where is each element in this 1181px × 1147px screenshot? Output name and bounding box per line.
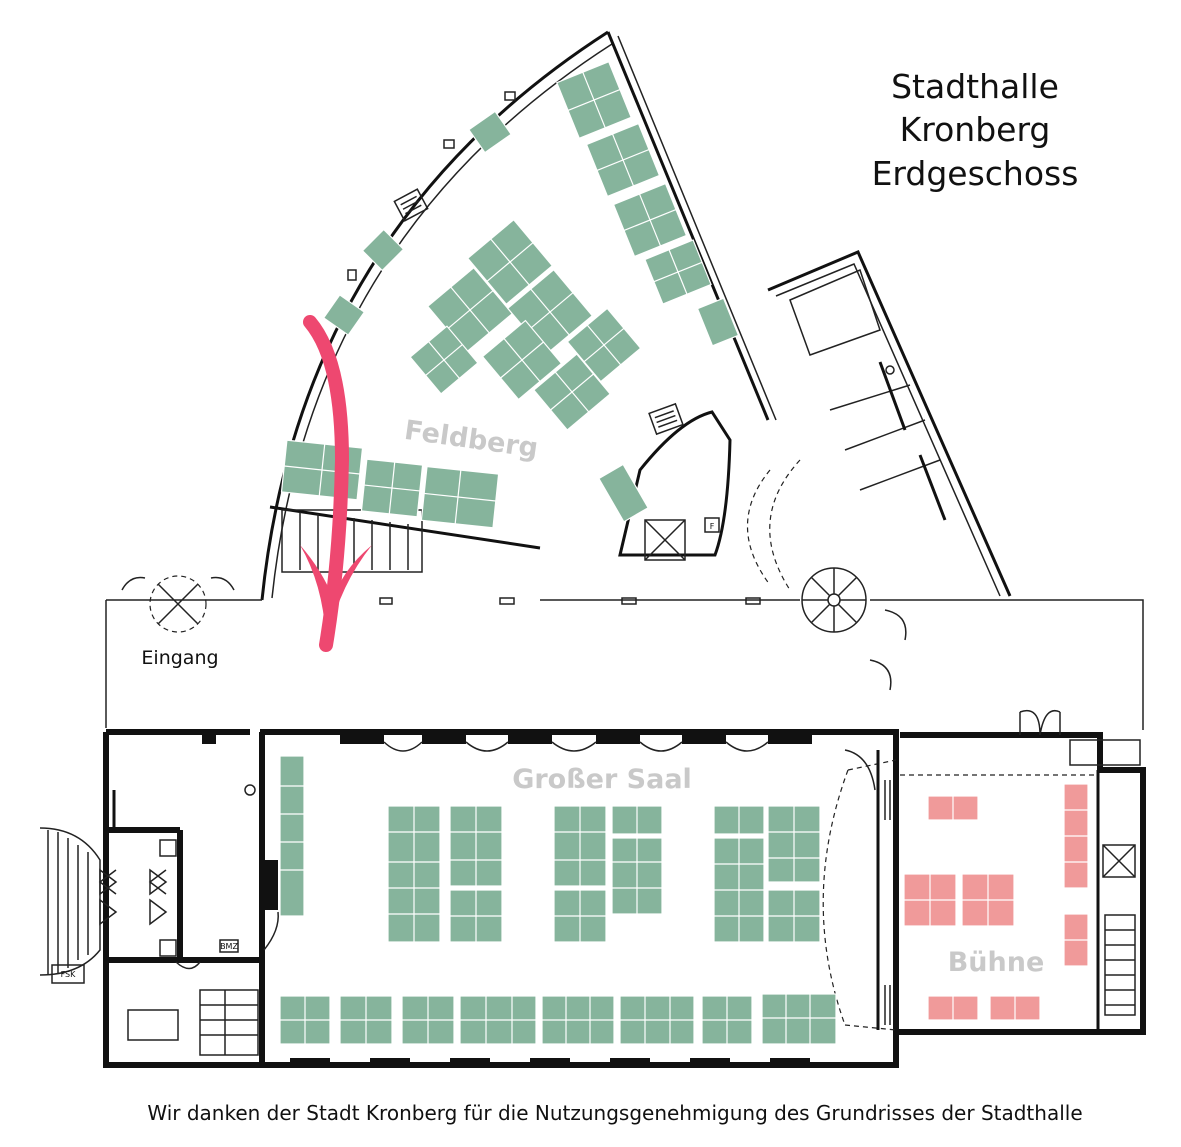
label-fsk: FSK (61, 970, 77, 979)
credit-text: Wir danken der Stadt Kronberg für die Nu… (147, 1101, 1082, 1125)
feldberg-right-wall (606, 31, 770, 421)
spiral-staircase (801, 567, 867, 633)
label-bmz: BMZ (220, 942, 238, 951)
label-f: F (710, 522, 715, 531)
stage-seating: Bühne (903, 783, 1089, 1021)
plan-title: Stadthalle Kronberg Erdgeschoss (872, 67, 1079, 193)
feldberg-seating: Feldberg (280, 60, 740, 529)
label-grosser-saal: Großer Saal (512, 764, 692, 795)
main-hall-walls (103, 710, 1146, 1068)
outside-stair (39, 827, 101, 976)
feldberg-curved-wall (260, 30, 609, 601)
label-feldberg: Feldberg (402, 415, 540, 464)
label-buehne: Bühne (948, 947, 1045, 978)
direction-arrow (300, 315, 372, 652)
title-line-3: Erdgeschoss (872, 154, 1079, 193)
lift-core: F (618, 410, 732, 561)
grosser-saal-seating: Großer Saal (279, 755, 837, 1045)
radiator-symbols (393, 188, 684, 436)
label-eingang: Eingang (141, 647, 218, 669)
revolving-door (121, 575, 235, 633)
left-service-rooms: FSK BMZ (39, 784, 260, 1056)
title-line-2: Kronberg (900, 110, 1051, 149)
title-line-1: Stadthalle (891, 67, 1059, 106)
foyer-walls: Eingang (105, 575, 1144, 730)
service-wing-walls (746, 250, 1012, 633)
